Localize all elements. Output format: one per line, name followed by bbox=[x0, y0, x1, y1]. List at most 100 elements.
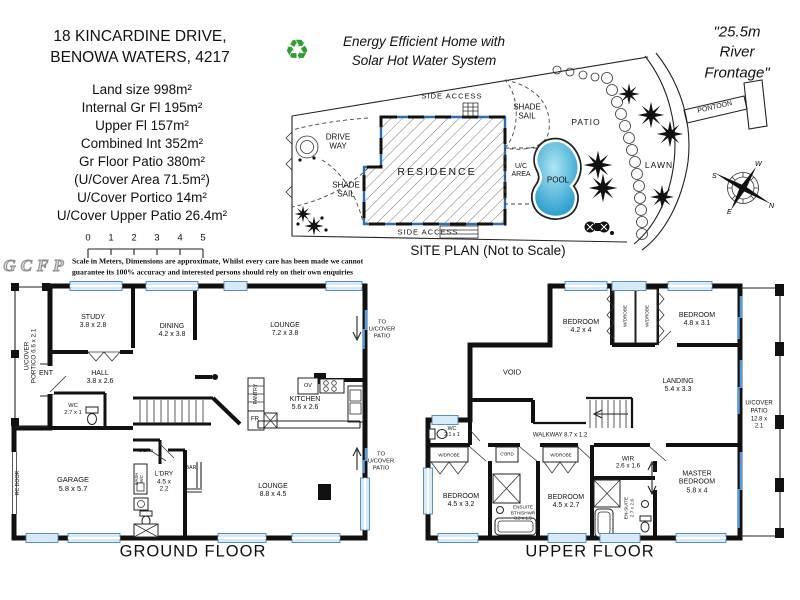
laundry-fixtures bbox=[133, 463, 159, 538]
room-wdrobe-c: W/DROBE bbox=[438, 452, 460, 458]
site-residence: RESIDENCE bbox=[397, 165, 477, 178]
room-ucover-portico: U/COVER PORTICO 6.6 x 2.1 bbox=[23, 328, 38, 384]
room-kitchen: KITCHEN 5.6 x 2.6 bbox=[289, 395, 321, 411]
stepping-stones bbox=[552, 65, 648, 240]
room-wdrobe-b: W/DROBE bbox=[644, 305, 650, 327]
garden-bush-icon bbox=[295, 135, 319, 162]
note-to-patio-bottom: TO U/COVER PATIO bbox=[367, 451, 395, 472]
room-wc-ground: WC 2.7 x 1 bbox=[64, 403, 82, 416]
upper-floor-caption: UPPER FLOOR bbox=[525, 542, 655, 561]
site-driveway: DRIVE WAY bbox=[325, 132, 351, 151]
room-landing: LANDING 5.4 x 3.3 bbox=[662, 377, 694, 393]
lounge-column bbox=[318, 484, 331, 500]
note-rc-door: RC DOOR bbox=[14, 470, 21, 496]
uc-area-outline bbox=[504, 147, 539, 205]
gcfp-logo: GCFP bbox=[3, 255, 69, 275]
recycle-icon: ♻ bbox=[284, 34, 310, 66]
room-hall: HALL 3.8 x 2.6 bbox=[86, 369, 114, 385]
room-cbrd-upper: C'BRD bbox=[500, 451, 514, 457]
bbq-icon bbox=[439, 221, 614, 239]
upper-sliding-doors bbox=[737, 296, 743, 528]
room-ensuite-1: ENSUITE BTH/SHWR 3.3 x 1.5 bbox=[510, 504, 536, 521]
room-lounge-top: LOUNGE 7.2 x 3.8 bbox=[270, 321, 300, 337]
site-side-access-top: SIDE ACCESS bbox=[421, 91, 483, 101]
appliance-fridge: FR bbox=[251, 416, 259, 423]
scale-tick-1: 1 bbox=[108, 232, 114, 244]
pontoon-shape bbox=[683, 79, 768, 130]
arrow-up-icon bbox=[352, 446, 362, 470]
river-frontage-note: "25.5m River Frontage" bbox=[704, 23, 770, 82]
room-ent: ENT bbox=[39, 369, 53, 377]
staircase-upper bbox=[586, 396, 634, 428]
site-pool: POOL bbox=[546, 175, 570, 185]
ensuite1-fixtures bbox=[492, 473, 537, 536]
portico-posts bbox=[11, 283, 50, 426]
site-shade-sail-right: SHADE SAIL bbox=[513, 102, 541, 121]
stat-land-size: Land size 998m² bbox=[92, 82, 192, 98]
ground-floor-caption: GROUND FLOOR bbox=[119, 542, 267, 561]
ground-windows bbox=[25, 281, 370, 543]
room-walkway: WALKWAY 8.7 x 1.2 bbox=[532, 432, 588, 439]
room-bedroom-4: BEDROOM 4.5 x 2.7 bbox=[547, 493, 585, 509]
site-side-access-bottom: SIDE ACCESS bbox=[397, 227, 459, 237]
room-pantry: PANTRY bbox=[252, 383, 259, 405]
stat-ucover-portico: U/Cover Portico 14m² bbox=[77, 190, 207, 206]
room-wdrobe-d: W/DROBE bbox=[550, 452, 572, 458]
note-to-patio-top: TO U/COVER PATIO bbox=[368, 319, 396, 340]
ac-unit-icon bbox=[462, 102, 479, 117]
room-wdrobe-a: W/DROBE bbox=[622, 305, 628, 327]
wardrobe-units-top bbox=[606, 288, 665, 344]
room-ucover-patio-upper: U/COVER PATIO 12.8 x 2.1 bbox=[745, 400, 773, 430]
scale-tick-5: 5 bbox=[200, 232, 206, 244]
upper-windows bbox=[423, 281, 727, 543]
scale-tick-2: 2 bbox=[131, 232, 137, 244]
stat-ucover-upper-patio: U/Cover Upper Patio 26.4m² bbox=[56, 208, 228, 224]
compass-n: N bbox=[769, 203, 775, 210]
scale-bar bbox=[87, 248, 204, 258]
toilet-icon-upper bbox=[428, 428, 448, 440]
site-plan-drawing: W N S E bbox=[285, 52, 775, 251]
ground-sliding-doors bbox=[362, 310, 368, 473]
staircase-ground bbox=[133, 396, 242, 426]
appliance-wash-mc: WASH M/C bbox=[134, 472, 144, 486]
compass-icon: W N S E bbox=[712, 161, 775, 216]
scale-tick-3: 3 bbox=[154, 232, 160, 244]
compass-s: S bbox=[712, 173, 717, 180]
room-bedroom-2: BEDROOM 4.8 x 3.1 bbox=[678, 311, 716, 327]
room-bar: BAR bbox=[185, 464, 197, 471]
site-shade-sail-left: SHADE SAIL bbox=[332, 180, 360, 199]
disclaimer-line1: Scale in Meters, Dimensions are approxim… bbox=[72, 256, 364, 266]
ground-floor-drawing bbox=[11, 281, 370, 543]
wardrobe-units-bottom bbox=[429, 446, 579, 475]
pool-shape bbox=[531, 137, 582, 220]
property-address: 18 KINCARDINE DRIVE, BENOWA WATERS, 4217 bbox=[50, 28, 230, 66]
appliance-oven: OV bbox=[304, 382, 312, 389]
room-master-bedroom: MASTER BEDROOM 5.8 x 4 bbox=[678, 470, 716, 495]
room-bedroom-1: BEDROOM 4.2 x 4 bbox=[562, 318, 600, 334]
room-wir: WIR 2.6 x 1.6 bbox=[615, 455, 641, 470]
site-plan-caption: SITE PLAN (Not to Scale) bbox=[410, 243, 566, 259]
disclaimer-line2: guarantee its 100% accuracy and interest… bbox=[72, 267, 353, 277]
room-void: VOID bbox=[502, 367, 522, 377]
room-lounge-bottom: LOUNGE 8.8 x 4.5 bbox=[258, 482, 288, 498]
site-patio: PATIO bbox=[571, 116, 601, 127]
room-wc-upper: WC 2.1 x 1 bbox=[444, 425, 460, 438]
site-lawn: LAWN bbox=[644, 159, 674, 170]
scale-tick-4: 4 bbox=[177, 232, 183, 244]
energy-note: Energy Efficient Home with Solar Hot Wat… bbox=[342, 34, 506, 68]
room-bedroom-3: BEDROOM 4.5 x 3.2 bbox=[442, 492, 480, 508]
upper-floor-drawing bbox=[423, 281, 784, 543]
stat-internal-ground: Internal Gr Fl 195m² bbox=[81, 100, 203, 116]
site-uc-area: U/C AREA bbox=[511, 162, 531, 178]
stat-upper-floor: Upper Fl 157m² bbox=[95, 118, 189, 134]
arrow-down-icon bbox=[352, 316, 362, 342]
ensuite2-fixtures bbox=[593, 479, 652, 538]
bar-counter bbox=[185, 462, 202, 493]
toilet-icon bbox=[85, 406, 99, 425]
scale-tick-0: 0 bbox=[85, 232, 91, 244]
room-garage: GARAGE 5.8 x 5.7 bbox=[56, 475, 90, 493]
room-study: STUDY 3.8 x 2.8 bbox=[79, 313, 107, 329]
compass-e: E bbox=[727, 209, 732, 216]
room-ldry: L'DRY 4.5 x 2.2 bbox=[154, 470, 174, 493]
